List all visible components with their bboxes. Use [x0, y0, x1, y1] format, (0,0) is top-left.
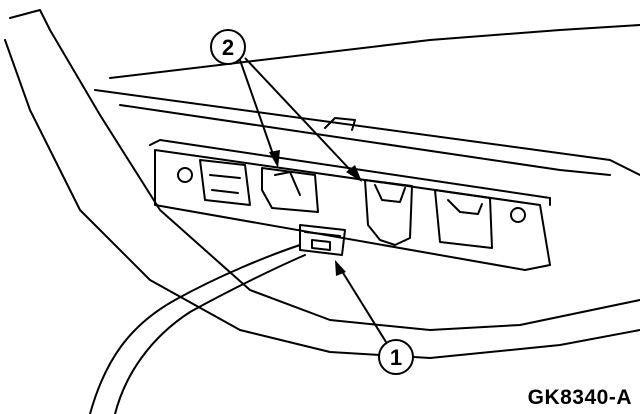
- callout-2-leader-a: [239, 59, 276, 161]
- upper-bracket: [94, 89, 640, 176]
- mount-hole-left: [177, 167, 193, 183]
- trim-panel-outline: [9, 9, 640, 331]
- upper-bracket-inner: [119, 104, 611, 176]
- cable: [89, 244, 301, 414]
- cable-edge: [114, 254, 306, 414]
- figure-id: GK8340-A: [527, 386, 632, 409]
- port-1: [199, 159, 251, 206]
- callout-1-leader: [339, 267, 387, 343]
- callout-2: 2: [210, 29, 362, 182]
- callout-1-circle: [378, 339, 414, 375]
- trim-panel-edge: [4, 39, 640, 359]
- tab-notch: [324, 117, 356, 131]
- port-4: [434, 189, 493, 249]
- port-2-terminal: [261, 167, 319, 213]
- mount-hole-right: [510, 207, 526, 223]
- callout-1: 1: [335, 260, 414, 375]
- callout-2-arrowhead-a: [269, 150, 280, 168]
- callout-1-number: 1: [390, 345, 402, 370]
- callout-2-circle: [210, 29, 246, 65]
- callout-1-arrowhead: [335, 260, 346, 276]
- callout-2-arrowhead-b: [346, 165, 362, 182]
- plug-connector: [299, 224, 346, 256]
- port-3: [364, 179, 413, 246]
- upper-bracket-rear: [109, 24, 640, 79]
- callout-2-leader-b: [244, 57, 356, 176]
- callout-2-number: 2: [222, 35, 234, 60]
